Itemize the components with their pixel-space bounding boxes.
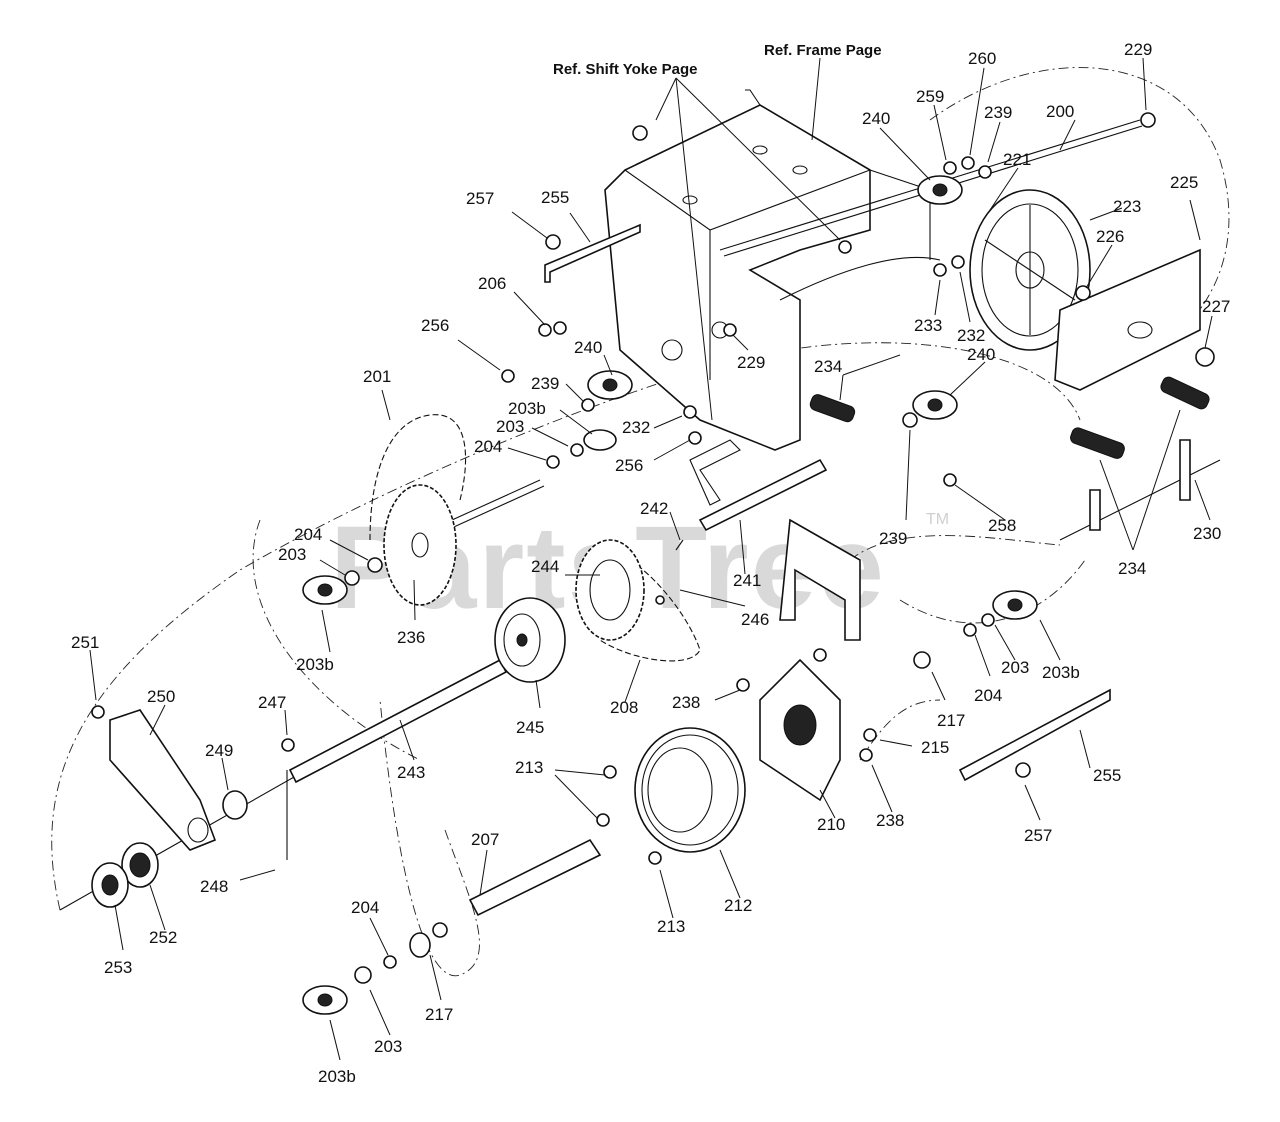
bars xyxy=(544,223,1111,782)
part-label: 207 xyxy=(471,830,499,849)
part-label: 232 xyxy=(622,418,650,437)
part-label: 203 xyxy=(278,545,306,564)
part-label: 200 xyxy=(1046,102,1074,121)
part-label: 240 xyxy=(574,338,602,357)
part-label: 251 xyxy=(71,633,99,652)
leader-lines xyxy=(89,57,1213,1061)
axle-230 xyxy=(1059,439,1221,541)
part-label: 232 xyxy=(957,326,985,345)
part-label: 221 xyxy=(1003,150,1031,169)
part-label: 244 xyxy=(531,557,559,576)
part-label: 252 xyxy=(149,928,177,947)
drive-plate xyxy=(759,658,841,802)
part-label: 248 xyxy=(200,877,228,896)
part-label: 234 xyxy=(1118,559,1146,578)
part-label: 245 xyxy=(516,718,544,737)
part-label: 204 xyxy=(294,525,322,544)
part-label: 257 xyxy=(1024,826,1052,845)
part-label: 249 xyxy=(205,741,233,760)
bracket-plate xyxy=(1054,248,1201,391)
part-label: 206 xyxy=(478,274,506,293)
part-number-labels: 229 260 259 239 200 240 221 223 225 226 … xyxy=(71,40,1230,1086)
part-label: 230 xyxy=(1193,524,1221,543)
bracket-250 xyxy=(109,709,217,851)
shift-arm xyxy=(689,439,861,641)
part-label: 242 xyxy=(640,499,668,518)
friction-wheel xyxy=(634,727,746,853)
part-label: 225 xyxy=(1170,173,1198,192)
part-label: 258 xyxy=(988,516,1016,535)
springs xyxy=(809,376,1210,459)
shafts xyxy=(59,119,1143,917)
bushing-and-seal xyxy=(91,790,248,908)
part-label: 239 xyxy=(984,103,1012,122)
part-label: 241 xyxy=(733,571,761,590)
part-label: 256 xyxy=(421,316,449,335)
part-label: 247 xyxy=(258,693,286,712)
part-label: 203b xyxy=(1042,663,1080,682)
reference-labels: Ref. Shift Yoke Page Ref. Frame Page xyxy=(553,42,882,78)
ref-shift-yoke-page: Ref. Shift Yoke Page xyxy=(553,61,698,78)
part-label: 238 xyxy=(876,811,904,830)
part-label: 259 xyxy=(916,87,944,106)
part-label: 243 xyxy=(397,763,425,782)
part-label: 204 xyxy=(974,686,1002,705)
part-label: 236 xyxy=(397,628,425,647)
part-label: 255 xyxy=(541,188,569,207)
part-label: 203 xyxy=(374,1037,402,1056)
hub xyxy=(494,597,566,683)
part-label: 203b xyxy=(318,1067,356,1086)
part-label: 238 xyxy=(672,693,700,712)
part-label: 253 xyxy=(104,958,132,977)
sprockets xyxy=(383,484,645,641)
part-label: 255 xyxy=(1093,766,1121,785)
part-label: 233 xyxy=(914,316,942,335)
part-label: 240 xyxy=(967,345,995,364)
watermark-trademark: TM xyxy=(926,511,949,528)
part-label: 203 xyxy=(496,417,524,436)
part-label: 240 xyxy=(862,109,890,128)
part-label: 239 xyxy=(879,529,907,548)
part-label: 227 xyxy=(1202,297,1230,316)
part-label: 256 xyxy=(615,456,643,475)
part-label: 257 xyxy=(466,189,494,208)
part-label: 208 xyxy=(610,698,638,717)
part-label: 201 xyxy=(363,367,391,386)
part-label: 246 xyxy=(741,610,769,629)
part-label: 239 xyxy=(531,374,559,393)
part-label: 213 xyxy=(515,758,543,777)
hardware xyxy=(91,112,1215,984)
part-label: 226 xyxy=(1096,227,1124,246)
part-label: 229 xyxy=(737,353,765,372)
part-label: 217 xyxy=(937,711,965,730)
flange-bearings xyxy=(302,175,1038,1015)
part-label: 203 xyxy=(1001,658,1029,677)
part-label: 260 xyxy=(968,49,996,68)
part-label: 229 xyxy=(1124,40,1152,59)
part-label: 223 xyxy=(1113,197,1141,216)
part-label: 204 xyxy=(474,437,502,456)
part-label: 203b xyxy=(296,655,334,674)
part-label: 217 xyxy=(425,1005,453,1024)
part-label: 250 xyxy=(147,687,175,706)
part-label: 210 xyxy=(817,815,845,834)
part-label: 213 xyxy=(657,917,685,936)
chains xyxy=(369,414,701,662)
frame-housing xyxy=(604,89,941,451)
part-label: 215 xyxy=(921,738,949,757)
part-label: 234 xyxy=(814,357,842,376)
part-label: 203b xyxy=(508,399,546,418)
part-label: 212 xyxy=(724,896,752,915)
part-label: 204 xyxy=(351,898,379,917)
ref-frame-page: Ref. Frame Page xyxy=(764,42,882,59)
